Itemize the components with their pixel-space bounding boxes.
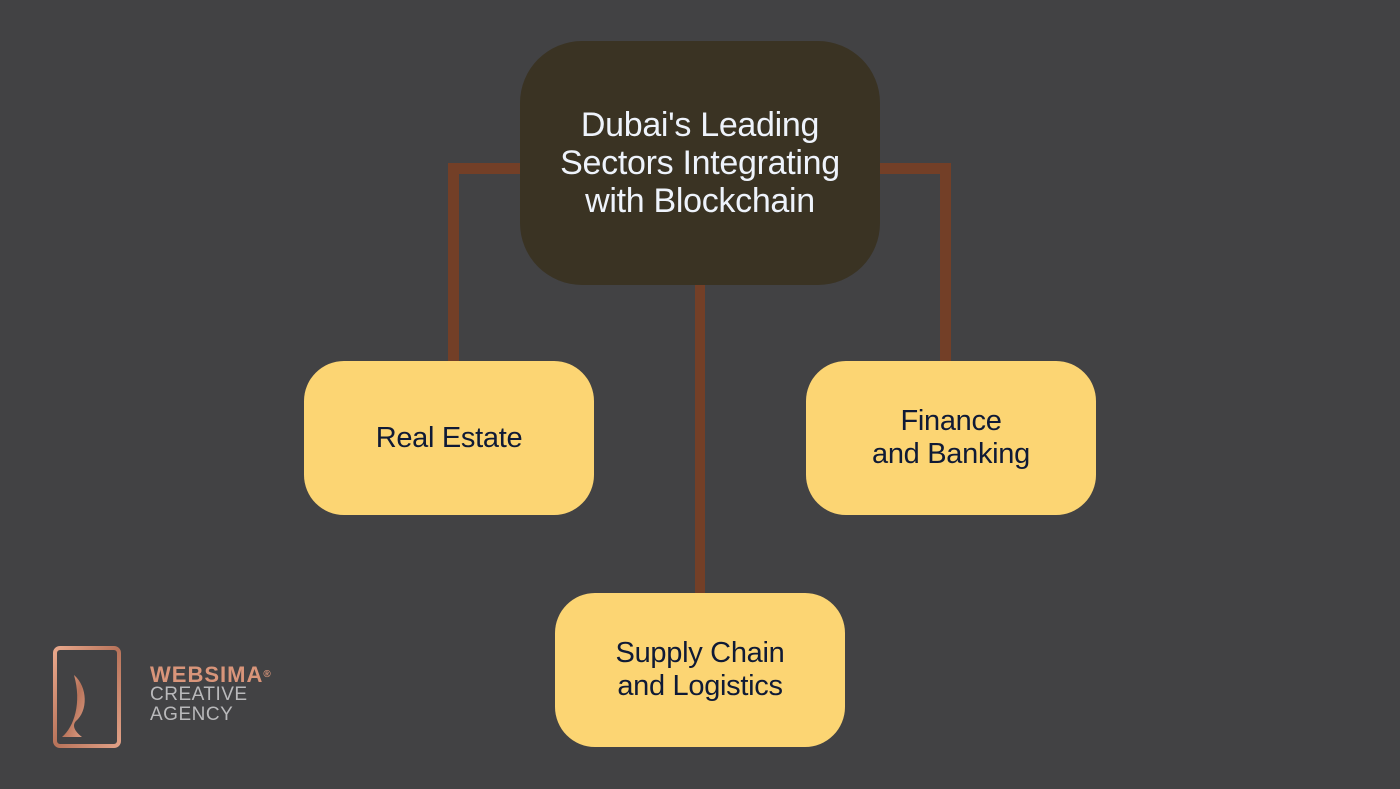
root-node-label: Dubai's Leading Sectors Integrating with… xyxy=(560,106,840,220)
node-finance-label-line-2: and Banking xyxy=(872,438,1030,470)
root-label-line-1: Dubai's Leading xyxy=(580,106,820,144)
node-supply-chain-label-line-2: and Logistics xyxy=(617,670,783,702)
node-finance-label: Finance and Banking xyxy=(872,405,1030,471)
node-real-estate-label: Real Estate xyxy=(375,421,523,454)
node-finance-label-line-1: Finance xyxy=(900,405,1002,437)
connector-right-vertical xyxy=(940,163,951,363)
connector-left-vertical xyxy=(448,163,459,363)
node-finance-and-banking: Finance and Banking xyxy=(806,361,1096,515)
logo-line-creative: CREATIVE xyxy=(150,684,248,705)
root-node: Dubai's Leading Sectors Integrating with… xyxy=(520,41,880,285)
websima-logo-icon xyxy=(52,645,124,754)
connector-right-horizontal xyxy=(878,163,951,174)
root-label-line-2: Sectors Integrating xyxy=(560,144,840,182)
logo-brand-label: WEBSIMA xyxy=(150,662,264,687)
node-supply-chain-label-line-1: Supply Chain xyxy=(615,637,785,669)
root-label-line-3: with Blockchain xyxy=(585,182,815,220)
websima-logo-text: WEBSIMA® CREATIVE AGENCY xyxy=(150,662,272,725)
connector-center-vertical xyxy=(695,283,705,595)
logo-brand-name: WEBSIMA® xyxy=(150,662,272,687)
registered-mark: ® xyxy=(263,669,272,680)
node-real-estate: Real Estate xyxy=(304,361,594,515)
node-supply-chain-label: Supply Chain and Logistics xyxy=(616,637,785,703)
node-supply-chain: Supply Chain and Logistics xyxy=(555,593,845,747)
logo-line-agency: AGENCY xyxy=(150,704,234,725)
connector-left-horizontal xyxy=(448,163,522,174)
